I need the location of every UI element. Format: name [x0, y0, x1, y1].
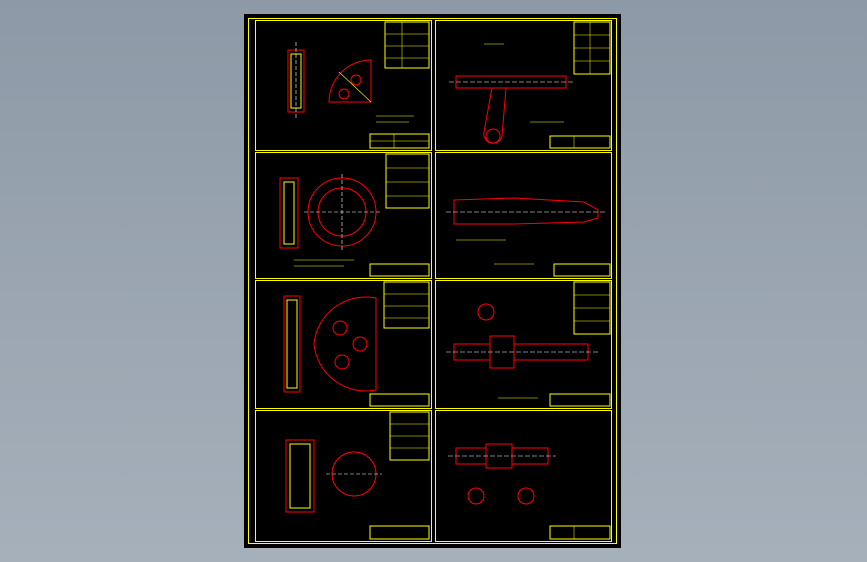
- panel-frame: [435, 410, 612, 542]
- sector-hole: [338, 88, 350, 100]
- panel-hub-disc[interactable]: [255, 410, 432, 542]
- panel-frame: [435, 152, 612, 279]
- part-side-view: [279, 177, 299, 249]
- section-view: [467, 487, 485, 505]
- arm-hole: [332, 320, 348, 336]
- panel-frame: [255, 410, 432, 542]
- panel-frame: [435, 280, 612, 409]
- drawing-canvas[interactable]: [244, 14, 621, 548]
- shaft-outline: [453, 197, 599, 225]
- panel-frame: [435, 20, 612, 151]
- part-side-view: [283, 295, 301, 393]
- sector-outline: [328, 59, 372, 103]
- arm-hole: [352, 336, 368, 352]
- crank-arm: [483, 87, 507, 144]
- title-block: [369, 393, 430, 407]
- panel-frame: [255, 280, 432, 409]
- parameter-table: [384, 21, 430, 69]
- panel-frame: [255, 20, 432, 151]
- dimension-line: [338, 71, 372, 103]
- panel-small-shaft[interactable]: [435, 410, 612, 542]
- arm-outline: [313, 296, 377, 392]
- part-hatch: [283, 181, 295, 245]
- title-block: [553, 263, 611, 277]
- title-block: [369, 525, 430, 540]
- panel-arm-plate[interactable]: [255, 280, 432, 409]
- title-block: [549, 135, 611, 149]
- title-block: [549, 393, 611, 407]
- part-hatch: [289, 443, 311, 509]
- panel-long-shaft[interactable]: [435, 152, 612, 279]
- panel-frame: [255, 152, 432, 279]
- panel-gear-sector[interactable]: [255, 20, 432, 151]
- panel-stepped-shaft[interactable]: [435, 280, 612, 409]
- arm-hole: [334, 354, 350, 370]
- panel-shaft-assembly[interactable]: [435, 20, 612, 151]
- crank-pin: [485, 128, 501, 144]
- parameter-table: [385, 153, 430, 209]
- title-block: [549, 525, 611, 540]
- parameter-table: [383, 281, 430, 329]
- sector-hole: [350, 74, 362, 86]
- part-hatch: [286, 299, 298, 389]
- sheet-border: [248, 18, 617, 544]
- part-side-view: [285, 439, 315, 513]
- drawing-sheet[interactable]: [244, 14, 621, 548]
- section-view: [517, 487, 535, 505]
- panel-flange-disc[interactable]: [255, 152, 432, 279]
- title-block: [369, 263, 430, 277]
- section-view: [477, 303, 495, 321]
